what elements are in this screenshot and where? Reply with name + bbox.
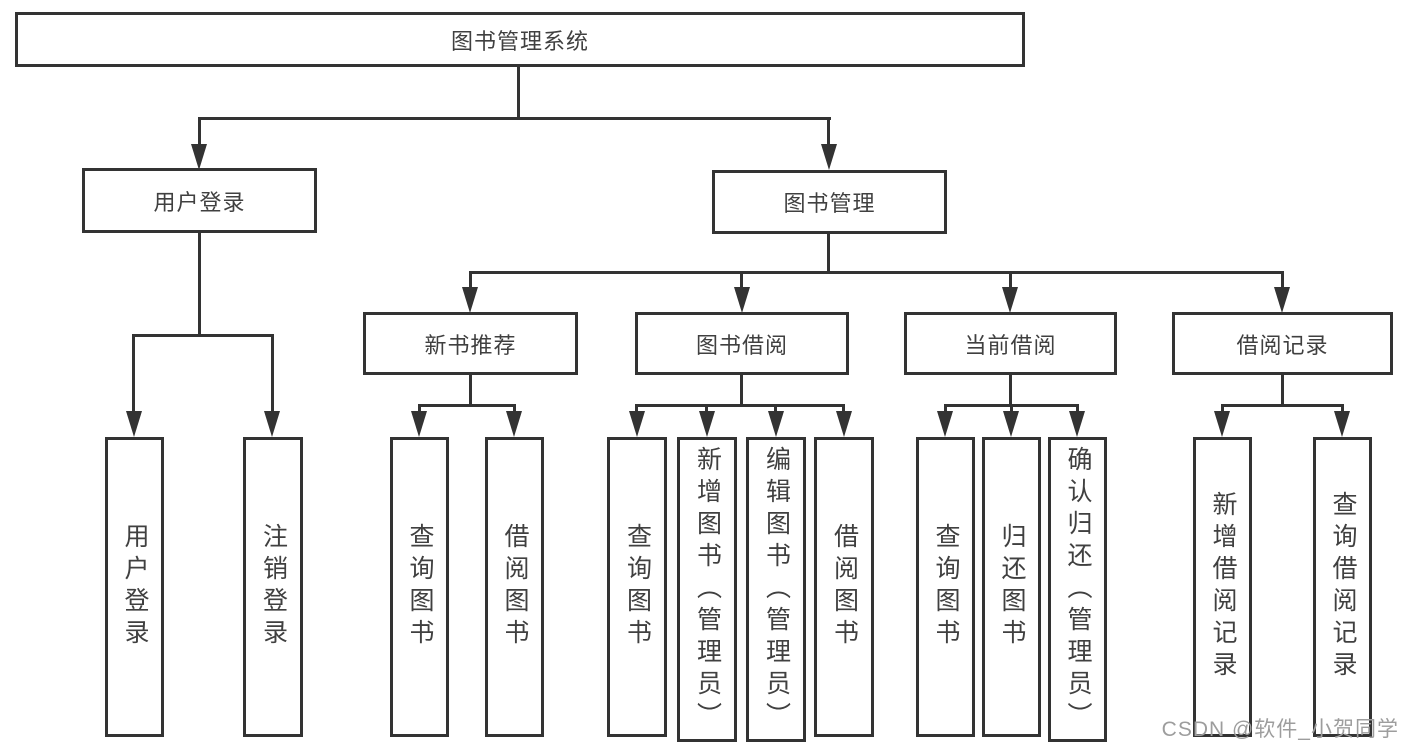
node-current-borrowing-label: 当前借阅 — [964, 332, 1057, 358]
arrow-cat1-leaf-2 — [768, 411, 784, 437]
node-book-management-label: 图书管理 — [783, 191, 876, 216]
leaf-br-add-record: 新增借阅记录 — [1193, 437, 1252, 737]
arrow-to-user-login — [191, 144, 207, 170]
leaf-bb-borrow-books: 借阅图书 — [814, 437, 874, 737]
arrow-cat1-leaf-1 — [699, 411, 715, 437]
leaf-cb-confirm-return-admin: 确认归还（管理员） — [1048, 437, 1107, 742]
edge-drop-leaf-logout — [271, 334, 274, 414]
edge-cat0-rail — [418, 404, 516, 407]
edge-book-mgmt-rail — [469, 271, 1283, 274]
arrow-to-leaf-logout — [264, 411, 280, 437]
leaf-bb-add-books-admin: 新增图书（管理员） — [677, 437, 737, 742]
edge-drop-borrow-records — [1281, 271, 1284, 289]
leaf-br-query-record: 查询借阅记录 — [1313, 437, 1372, 737]
watermark-text: CSDN @软件_小贺同学 — [1161, 718, 1399, 741]
edge-cat1-stem — [740, 375, 743, 406]
edge-user-login-rail — [132, 334, 274, 337]
leaf-cb-return-books: 归还图书 — [982, 437, 1041, 737]
arrow-cat3-leaf-0 — [1214, 411, 1230, 437]
arrow-cat2-leaf-2 — [1069, 411, 1085, 437]
edge-drop-current-borrowing — [1009, 271, 1012, 289]
node-library-system-label: 图书管理系统 — [450, 28, 589, 54]
edge-drop-book-borrowing — [740, 271, 743, 289]
edge-cat0-stem — [469, 375, 472, 406]
node-new-book-recommend-label: 新书推荐 — [424, 332, 517, 358]
edge-cat2-stem — [1009, 375, 1012, 406]
edge-root-rail — [198, 117, 831, 120]
edge-root-drop-left — [198, 117, 201, 147]
edge-cat2-drop-2 — [1076, 404, 1079, 413]
edge-cat0-drop-1 — [513, 404, 516, 413]
node-book-borrowing-label: 图书借阅 — [695, 332, 788, 358]
leaf-user-login: 用户登录 — [105, 437, 164, 737]
arrow-to-book-management — [821, 144, 837, 170]
edge-cat0-drop-0 — [418, 404, 421, 413]
node-borrow-records-label: 借阅记录 — [1236, 332, 1329, 358]
node-book-borrowing: 图书借阅 — [635, 312, 849, 375]
edge-root-stem — [517, 67, 520, 119]
arrow-to-book-borrowing — [734, 287, 750, 313]
edge-cat3-rail — [1221, 404, 1344, 407]
node-user-login-label: 用户登录 — [153, 189, 246, 215]
leaf-bb-edit-books-admin: 编辑图书（管理员） — [746, 437, 806, 742]
edge-cat3-stem — [1281, 375, 1284, 406]
edge-user-login-stem — [198, 233, 201, 335]
edge-cat1-drop-1 — [705, 404, 708, 413]
leaf-bb-query-books: 查询图书 — [607, 437, 667, 737]
node-new-book-recommend: 新书推荐 — [363, 312, 578, 375]
edge-drop-new-books — [469, 271, 472, 289]
edge-cat2-drop-1 — [1010, 404, 1013, 413]
edge-root-drop-right — [827, 117, 830, 147]
arrow-to-borrow-records — [1274, 287, 1290, 313]
edge-cat1-rail — [636, 404, 845, 407]
edge-cat2-drop-0 — [944, 404, 947, 413]
arrow-cat0-leaf-0 — [411, 411, 427, 437]
node-user-login: 用户登录 — [82, 168, 317, 233]
edge-cat3-drop-0 — [1221, 404, 1224, 413]
arrow-cat1-leaf-3 — [836, 411, 852, 437]
edge-drop-leaf-user-login — [132, 334, 135, 414]
leaf-nb-borrow-books: 借阅图书 — [485, 437, 544, 737]
leaf-cb-query-books: 查询图书 — [916, 437, 975, 737]
arrow-cat2-leaf-0 — [937, 411, 953, 437]
arrow-cat3-leaf-1 — [1334, 411, 1350, 437]
leaf-logout: 注销登录 — [243, 437, 303, 737]
edge-cat1-drop-2 — [774, 404, 777, 413]
arrow-to-new-books — [462, 287, 478, 313]
arrow-to-leaf-user-login — [126, 411, 142, 437]
arrow-to-current-borrowing — [1002, 287, 1018, 313]
edge-cat1-drop-0 — [635, 404, 638, 413]
edge-cat1-drop-3 — [842, 404, 845, 413]
node-library-system: 图书管理系统 — [15, 12, 1025, 67]
node-current-borrowing: 当前借阅 — [904, 312, 1117, 375]
arrow-cat0-leaf-1 — [506, 411, 522, 437]
leaf-nb-query-books: 查询图书 — [390, 437, 449, 737]
node-borrow-records: 借阅记录 — [1172, 312, 1393, 375]
arrow-cat1-leaf-0 — [629, 411, 645, 437]
edge-cat3-drop-1 — [1341, 404, 1344, 413]
edge-book-mgmt-stem — [827, 234, 830, 273]
node-book-management: 图书管理 — [712, 170, 947, 234]
arrow-cat2-leaf-1 — [1003, 411, 1019, 437]
